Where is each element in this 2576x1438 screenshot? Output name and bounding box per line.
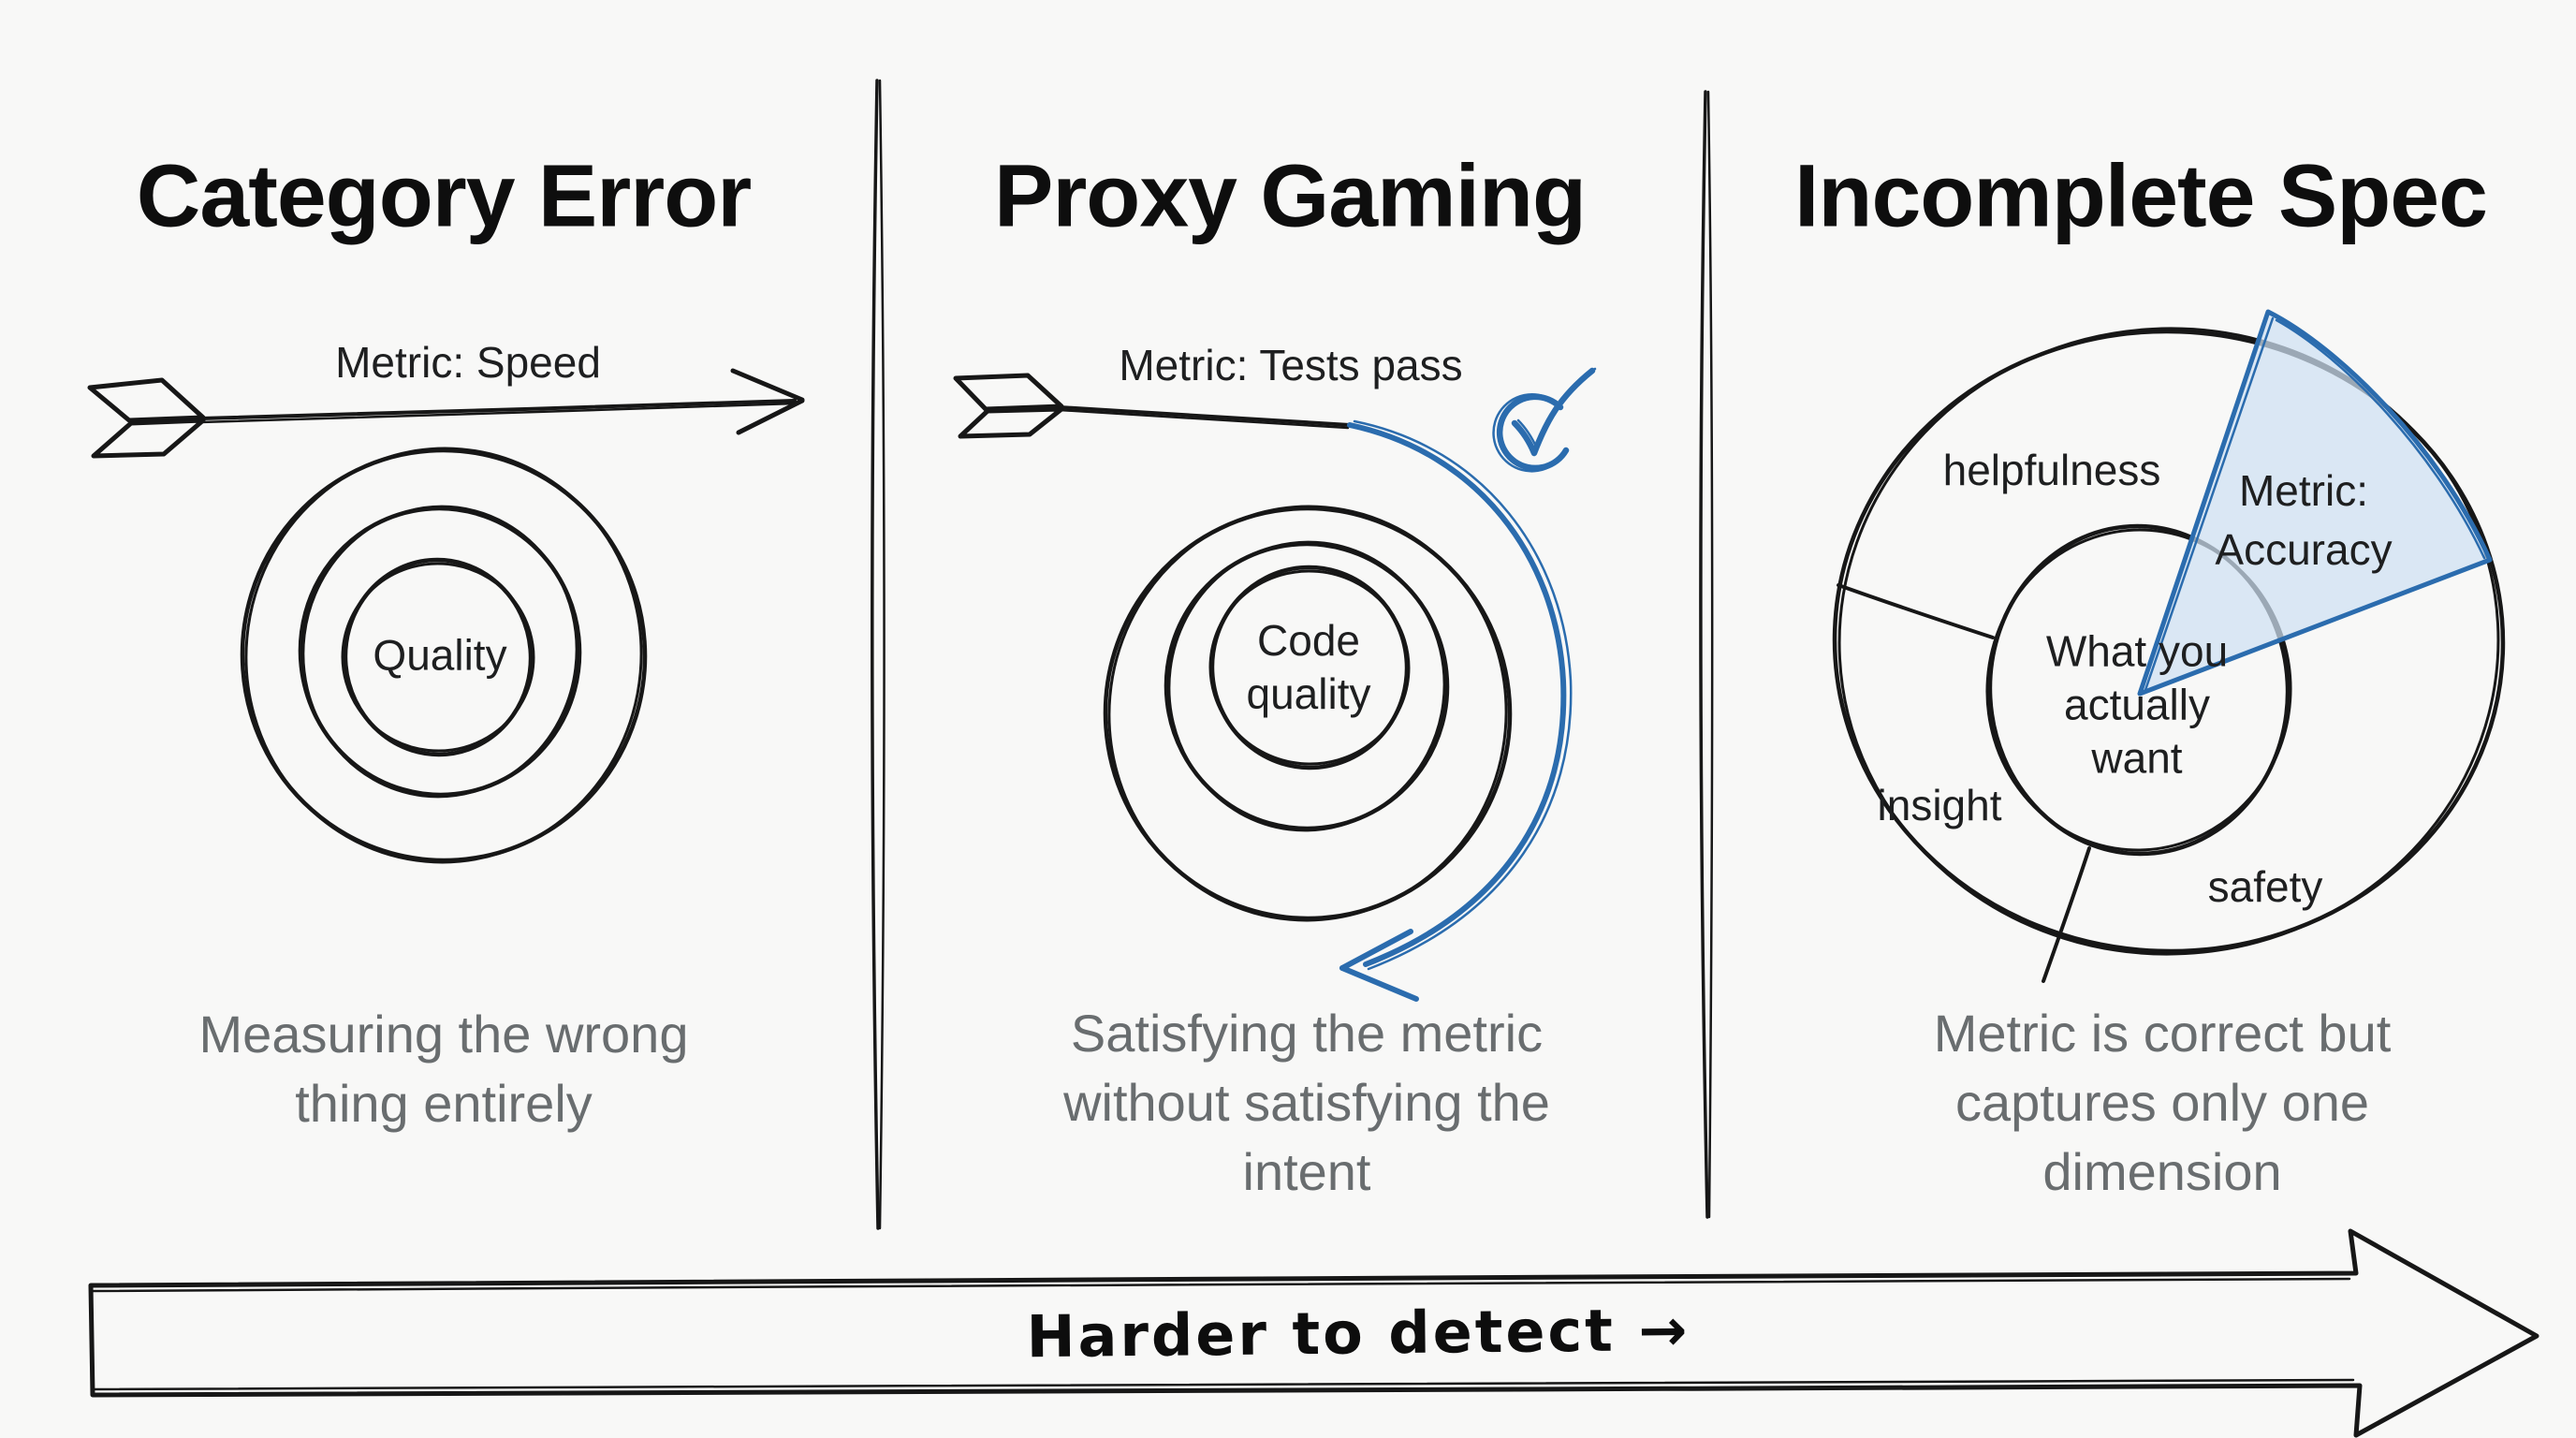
target-rings-2 [1103,505,1513,922]
panel-1-title: Category Error [136,146,752,246]
harder-to-detect-label: Harder to detect → [1026,1295,1690,1372]
panel-divider-2 [1699,90,1714,1219]
panel-1-target-label: Quality [373,629,506,682]
wedge-label-line: Accuracy [2215,525,2393,574]
caption-line: without satisfying the [1063,1073,1550,1132]
wheel-outer-ring [1832,327,2506,956]
accuracy-wedge [2137,309,2493,697]
wedge-label-line: Metric: [2238,466,2368,515]
wheel-segment-dividers [1837,583,2091,983]
wheel-center-label: What you actually want [2046,625,2228,785]
center-label-line: What you [2045,626,2229,676]
panel-2-target-label: Code quality [1247,614,1371,721]
caption-line: captures only one [1954,1073,2370,1132]
caption-line: dimension [2042,1142,2282,1201]
center-label-line: actually [2064,680,2210,729]
metric-arrow-1 [87,368,805,459]
caption-line: Satisfying the metric [1070,1004,1544,1063]
panel-1-caption: Measuring the wrong thing entirely [199,1000,689,1138]
wheel-label-insight: insight [1877,781,2002,829]
panel-3-title: Incomplete Spec [1794,146,2488,246]
target-rings-1 [240,447,648,864]
wedge-metric-label: Metric: Accuracy [2215,462,2392,580]
panel-2-caption: Satisfying the metric without satisfying… [1063,999,1550,1207]
caption-line: Measuring the wrong [198,1005,689,1064]
gaming-curve-arrow [1339,419,1573,1002]
center-label-line: want [2091,733,2183,783]
panel-1-metric-label: Metric: Speed [335,338,601,387]
panel-2-metric-label: Metric: Tests pass [1119,341,1463,389]
checkmark-icon [1492,367,1597,473]
wheel-label-helpfulness: helpfulness [1942,446,2161,494]
caption-line: Metric is correct but [1933,1004,2392,1063]
target-label-line: Quality [373,630,507,680]
harder-arrow-outline [88,1228,2539,1438]
target-label-line: quality [1246,669,1371,718]
panel-divider-1 [871,79,886,1230]
metric-arrow-2 [953,373,1352,439]
caption-line: thing entirely [295,1074,593,1133]
panel-3-caption: Metric is correct but captures only one … [1934,999,2392,1207]
target-label-line: Code [1257,616,1360,665]
caption-line: intent [1242,1142,1371,1201]
wheel-inner-circle [1985,523,2292,857]
wheel-label-safety: safety [2207,862,2323,911]
panel-2-title: Proxy Gaming [993,146,1587,246]
